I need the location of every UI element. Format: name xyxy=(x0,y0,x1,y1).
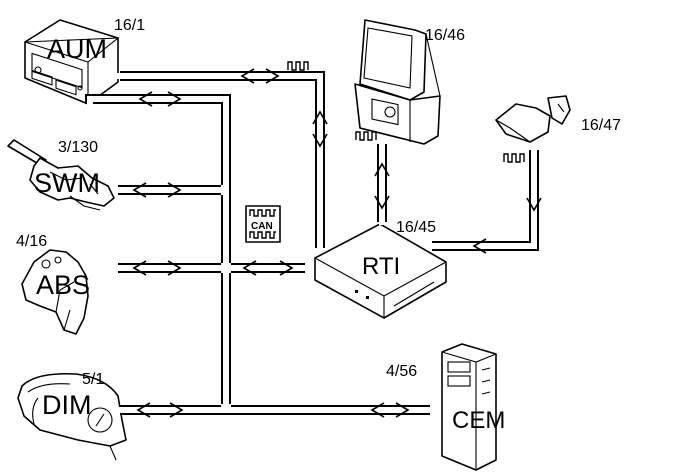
rti-code-label: 16/45 xyxy=(396,219,436,236)
abs-code-label: 4/16 xyxy=(16,233,47,250)
cem-name-label: CEM xyxy=(452,407,505,434)
dim-module xyxy=(17,372,127,461)
aum-module xyxy=(24,19,120,105)
can-badge-label: CAN xyxy=(251,221,273,232)
dim-code-label: 5/1 xyxy=(82,371,104,388)
aum-name-label: AUM xyxy=(47,34,107,64)
aum-code-label: 16/1 xyxy=(114,17,145,34)
abs-name-label: ABS xyxy=(36,270,90,300)
signal-pulse-icons xyxy=(287,61,525,163)
swm-module xyxy=(7,139,115,211)
swm-code-label: 3/130 xyxy=(58,139,98,156)
bus-arrows xyxy=(132,68,542,418)
display-code-label: 16/46 xyxy=(425,27,465,44)
cem-module xyxy=(441,343,497,471)
gps-antenna xyxy=(495,95,571,143)
rti-name-label: RTI xyxy=(362,253,400,280)
abs-module xyxy=(21,249,89,335)
cem-code-label: 4/56 xyxy=(386,363,417,380)
swm-name-label: SWM xyxy=(34,168,100,198)
antenna-code-label: 16/47 xyxy=(581,117,621,134)
display-unit xyxy=(354,19,441,145)
can-bus-icon xyxy=(245,205,281,243)
dim-name-label: DIM xyxy=(42,390,92,420)
